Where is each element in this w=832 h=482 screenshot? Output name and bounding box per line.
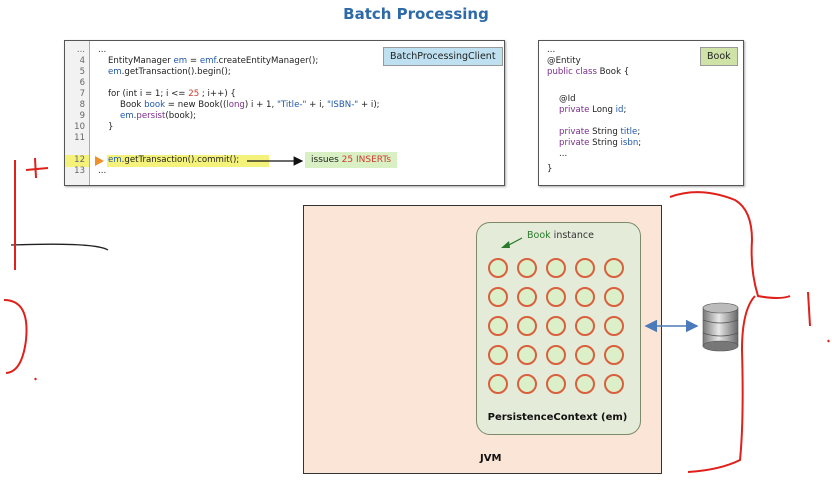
- insert-note: issues 25 INSERTs: [305, 152, 398, 168]
- line-number: 4: [79, 56, 85, 66]
- book-instance-circle: [575, 316, 595, 336]
- code-line: @Entity: [547, 56, 581, 66]
- code-line: ...: [547, 45, 556, 55]
- book-instance-circle: [575, 374, 595, 394]
- book-instance-circle: [575, 258, 595, 278]
- book-instance-circle: [488, 258, 508, 278]
- insert-note-prefix: issues: [311, 155, 342, 165]
- book-instance-circle: [517, 345, 537, 365]
- code-line: private String isbn;: [559, 138, 642, 148]
- book-instance-circle: [546, 374, 566, 394]
- line-number: 12: [74, 155, 85, 165]
- client-code-panel: ... 4 5 6 7 8 9 10 11 12 13 ... EntityMa…: [64, 40, 505, 186]
- book-instance-label: Book instance: [527, 230, 594, 241]
- line-number: 8: [79, 100, 85, 110]
- code-line-commit: em.getTransaction().commit();: [108, 155, 240, 165]
- book-instance-circle: [488, 316, 508, 336]
- book-instance-circle: [604, 374, 624, 394]
- code-line: @Id: [559, 94, 576, 104]
- code-line: public class Book {: [547, 67, 630, 77]
- book-instance-circle: [604, 345, 624, 365]
- code-line: ...: [559, 149, 568, 159]
- book-instance-circle: [517, 287, 537, 307]
- code-line: em.persist(book);: [120, 111, 196, 121]
- code-line: em.getTransaction().begin();: [108, 67, 231, 77]
- book-instance-circle: [604, 258, 624, 278]
- book-instance-text: instance: [550, 230, 594, 241]
- code-line: }: [547, 164, 553, 174]
- code-line: private String title;: [559, 127, 641, 137]
- book-instance-circle: [575, 345, 595, 365]
- insert-note-count: 25 INSERTs: [341, 155, 392, 165]
- book-instance-circle: [546, 316, 566, 336]
- code-line: }: [108, 122, 114, 132]
- current-line-marker-icon: [95, 156, 104, 166]
- book-instance-circle: [546, 287, 566, 307]
- code-line: ...: [98, 166, 107, 176]
- book-instance-circle: [604, 287, 624, 307]
- book-instance-circle: [517, 374, 537, 394]
- code-line: for (int i = 1; i <= 25 ; i++) {: [108, 89, 236, 99]
- highlighted-line-gutter: [65, 155, 89, 167]
- book-instance-class: Book: [527, 230, 551, 241]
- line-number: 9: [79, 111, 85, 121]
- line-number: 11: [74, 133, 85, 143]
- line-number: 5: [79, 67, 85, 77]
- entity-tag: Book: [700, 47, 738, 66]
- line-number: 10: [74, 122, 85, 132]
- book-instance-circle: [575, 287, 595, 307]
- line-number: 7: [79, 89, 85, 99]
- client-tag: BatchProcessingClient: [383, 47, 503, 66]
- book-instance-circle: [517, 316, 537, 336]
- book-instance-circle: [488, 345, 508, 365]
- code-line: ...: [98, 45, 107, 55]
- book-instance-circle: [517, 258, 537, 278]
- line-number: ...: [76, 45, 85, 55]
- code-line: Book book = new Book((long) i + 1, "Titl…: [120, 100, 380, 110]
- entity-code-panel: ... @Entity public class Book { @Id priv…: [538, 40, 744, 186]
- persistence-context-label: PersistenceContext (em): [487, 412, 628, 423]
- book-instance-circle: [488, 374, 508, 394]
- page-title: Batch Processing: [343, 5, 489, 23]
- book-instance-circle: [604, 316, 624, 336]
- book-instance-circle: [488, 287, 508, 307]
- jvm-label: JVM: [480, 453, 502, 464]
- book-instance-circle: [546, 345, 566, 365]
- code-line: EntityManager em = emf.createEntityManag…: [108, 56, 319, 66]
- line-number: 6: [79, 78, 85, 88]
- line-number: 13: [74, 166, 85, 176]
- code-line: private Long id;: [559, 105, 627, 115]
- book-instance-circle: [546, 258, 566, 278]
- highlighted-code: [107, 155, 269, 167]
